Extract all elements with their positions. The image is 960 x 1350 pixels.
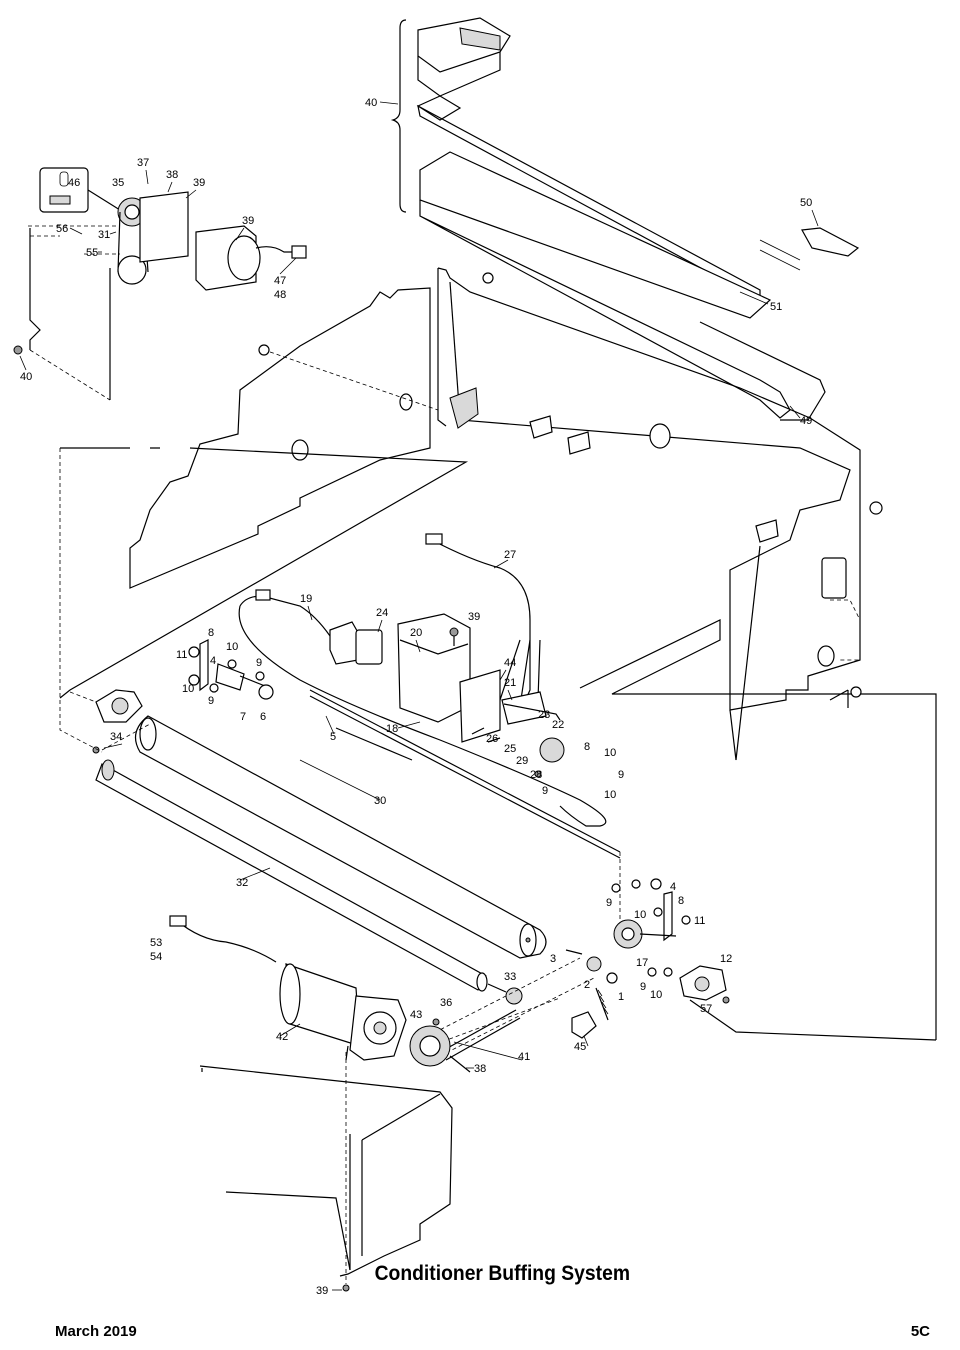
callout-36: 39	[242, 215, 254, 227]
callout-38: 38	[474, 1063, 486, 1075]
main-frame	[59, 267, 937, 1040]
callout-25: 29	[516, 755, 528, 767]
callout-6: 6	[260, 711, 266, 723]
callout-10-d: 10	[604, 789, 616, 801]
callout-5: 5	[330, 731, 336, 743]
callout-8-c: 8	[678, 895, 684, 907]
callout-22: 26	[486, 733, 498, 745]
footer-page-number: 5C	[910, 1323, 930, 1340]
motor-bracket-assembly	[238, 533, 607, 827]
callout-10-f: 10	[650, 989, 662, 1001]
top-guard-assembly	[390, 17, 860, 421]
callout-2: 2	[584, 979, 590, 991]
callout-42: 42	[276, 1031, 288, 1043]
callout-9-c: 9	[618, 769, 624, 781]
callout-12: 12	[720, 953, 732, 965]
callout-43: 43	[410, 1009, 422, 1021]
callout-50: 50	[800, 197, 812, 209]
callout-7: 7	[240, 711, 246, 723]
callout-55: 55	[86, 247, 98, 259]
page-title: Conditioner Buffing System	[374, 1262, 631, 1285]
callout-24: 28	[530, 769, 542, 781]
callout-30: 34	[110, 731, 122, 743]
callout-10-c: 10	[604, 747, 616, 759]
callout-leaders	[19, 101, 819, 1291]
callout-9-d: 9	[542, 785, 548, 797]
callout-45: 45	[574, 1041, 586, 1053]
callout-31: 35	[112, 177, 124, 189]
callout-39-b: 39	[316, 1285, 328, 1297]
callout-8: 8	[208, 627, 214, 639]
callout-1: 1	[618, 991, 624, 1003]
callout-26: 30	[374, 795, 386, 807]
callout-29: 33	[504, 971, 516, 983]
callout-10: 10	[226, 641, 238, 653]
roller-assembly	[59, 639, 937, 1292]
callout-18: 22	[552, 719, 564, 731]
callout-11-b: 11	[694, 915, 705, 927]
callout-16: 20	[410, 627, 422, 639]
callout-56: 56	[56, 223, 68, 235]
callout-40: 40	[365, 97, 377, 109]
callout-3: 3	[550, 953, 556, 965]
callout-39: 39	[468, 611, 480, 623]
callout-48: 48	[274, 289, 286, 301]
callout-44: 44	[504, 657, 516, 669]
callout-23: 27	[504, 549, 516, 561]
callout-35: 39	[193, 177, 205, 189]
callout-10-b: 10	[182, 683, 194, 695]
callout-10-e: 10	[634, 909, 646, 921]
callout-11: 11	[176, 649, 187, 661]
callout-51: 51	[770, 301, 782, 313]
callout-19: 23	[538, 709, 550, 721]
callout-15: 19	[300, 593, 312, 605]
callout-labels: 40 50 51 49 37 38 39 35 46 39 56 31 55 4…	[20, 97, 812, 1297]
callout-37: 40	[20, 371, 32, 383]
callout-27: 31	[98, 229, 110, 241]
callout-54: 54	[150, 951, 162, 963]
callout-9-b: 9	[208, 695, 214, 707]
callout-21: 25	[504, 743, 516, 755]
footer-date: March 2019	[55, 1323, 137, 1340]
callout-14: 18	[386, 723, 398, 735]
callout-57: 57	[700, 1003, 712, 1015]
callout-33: 37	[137, 157, 149, 169]
callout-49: 49	[800, 415, 812, 427]
callout-4-b: 4	[670, 881, 676, 893]
callout-13: 17	[636, 957, 648, 969]
chain-drive-assembly	[13, 167, 307, 401]
callout-53: 53	[150, 937, 162, 949]
callout-4: 4	[210, 655, 216, 667]
callout-34: 38	[166, 169, 178, 181]
callout-46: 46	[68, 177, 80, 189]
callout-20: 24	[376, 607, 388, 619]
callout-9-f: 9	[640, 981, 646, 993]
callout-41: 41	[518, 1051, 530, 1063]
callout-9: 9	[256, 657, 262, 669]
callout-28: 32	[236, 877, 248, 889]
callout-8-b: 8	[584, 741, 590, 753]
callout-47: 47	[274, 275, 286, 287]
callout-32: 36	[440, 997, 452, 1009]
callout-17: 21	[504, 677, 516, 689]
callout-9-e: 9	[606, 897, 612, 909]
